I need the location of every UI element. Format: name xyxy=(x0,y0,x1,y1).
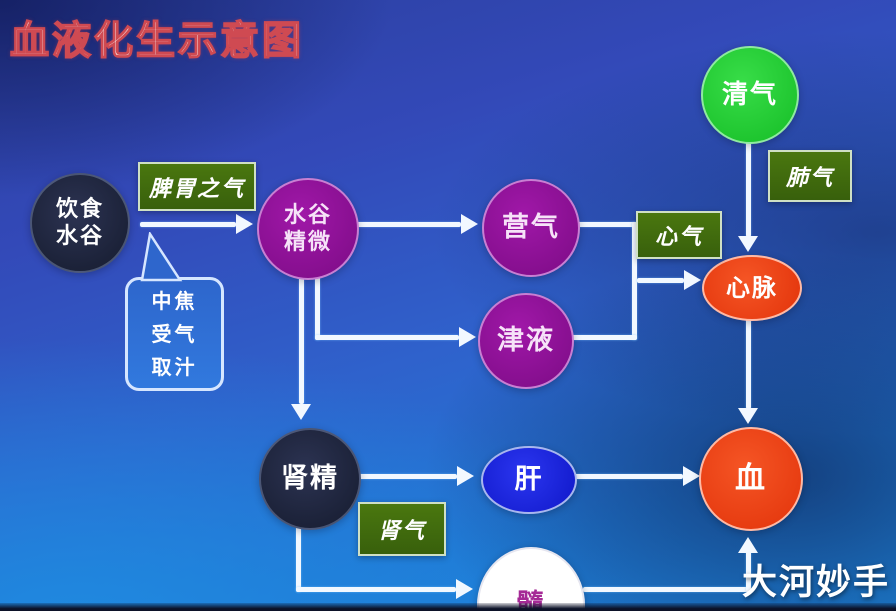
node-shuigu-jingwei: 水谷 精微 xyxy=(257,178,359,280)
node-label: 津液 xyxy=(497,325,555,357)
node-qingqi: 清气 xyxy=(701,46,799,144)
node-jinye: 津液 xyxy=(478,293,574,389)
arrow-shuigujingwei-to-jinye-vertical xyxy=(315,264,320,340)
node-yingqi: 营气 xyxy=(482,179,580,277)
arrowhead-right-icon xyxy=(683,466,700,486)
node-label: 水谷 xyxy=(283,202,332,228)
arrowhead-right-icon xyxy=(684,270,701,290)
arrowhead-right-icon xyxy=(459,327,476,347)
connector-yingqi-right xyxy=(576,222,637,227)
bottom-dark-strip xyxy=(0,603,896,611)
node-label: 精微 xyxy=(283,230,332,255)
arrowhead-down-icon xyxy=(291,404,311,420)
bubble-line: 受气 xyxy=(151,321,198,346)
node-shenjing: 肾精 xyxy=(259,428,361,530)
arrowhead-right-icon xyxy=(461,214,478,234)
arrow-sui-to-xue-vertical xyxy=(746,551,751,592)
node-label: 清气 xyxy=(721,79,778,110)
node-label: 肾精 xyxy=(281,463,339,495)
arrowhead-down-icon xyxy=(738,236,758,252)
node-label: 心脉 xyxy=(726,274,778,302)
speech-bubble-tail xyxy=(140,232,183,282)
node-sui: 髓 xyxy=(477,547,585,611)
node-xinmai: 心脉 xyxy=(702,255,802,321)
node-label: 血 xyxy=(735,461,767,497)
arrow-merge-to-xinmai xyxy=(637,278,684,283)
speech-bubble-zhongjiao: 中焦 受气 取汁 xyxy=(125,277,224,391)
node-label: 饮食 xyxy=(55,196,104,222)
label-piwei-zhi-qi: 脾胃之气 xyxy=(138,162,256,211)
arrow-qingqi-to-xinmai xyxy=(746,140,751,237)
arrowhead-right-icon xyxy=(457,466,474,486)
arrow-sui-to-xue-horizontal xyxy=(583,587,751,592)
arrowhead-right-icon xyxy=(236,214,253,234)
label-shen-qi: 肾气 xyxy=(358,502,446,556)
arrowhead-right-icon xyxy=(456,579,473,599)
node-yinshi-shuigu: 饮食 水谷 xyxy=(30,173,130,273)
node-label: 营气 xyxy=(502,212,560,244)
bubble-line: 中焦 xyxy=(151,288,198,313)
arrow-shuigujingwei-to-jinye-horizontal xyxy=(315,335,459,340)
node-label: 水谷 xyxy=(55,224,104,249)
watermark: 大河妙手 xyxy=(741,563,890,603)
node-gan: 肝 xyxy=(481,446,577,514)
arrow-shuigujingwei-to-shenjing xyxy=(299,268,304,404)
arrowhead-up-icon xyxy=(738,537,758,553)
node-xue: 血 xyxy=(699,427,803,531)
node-label: 肝 xyxy=(514,464,544,496)
label-fei-qi: 肺气 xyxy=(768,150,852,202)
arrow-gan-to-xue xyxy=(573,474,683,479)
bubble-line: 取汁 xyxy=(151,354,198,379)
label-xin-qi: 心气 xyxy=(636,211,722,259)
connector-merge-vertical xyxy=(632,222,637,340)
arrow-shuigujingwei-to-yingqi xyxy=(357,222,461,227)
arrow-shenjing-to-sui-horizontal xyxy=(296,587,456,592)
connector-jinye-right xyxy=(570,335,637,340)
page-title: 血液化生示意图 xyxy=(9,18,305,65)
arrowhead-down-icon xyxy=(738,408,758,424)
arrow-xinmai-to-xue xyxy=(746,317,751,409)
arrow-shenjing-to-gan xyxy=(357,474,457,479)
arrow-shenjing-to-sui-vertical xyxy=(296,526,301,592)
arrow-yinshishuigu-to-shuigujingwei xyxy=(140,222,236,227)
